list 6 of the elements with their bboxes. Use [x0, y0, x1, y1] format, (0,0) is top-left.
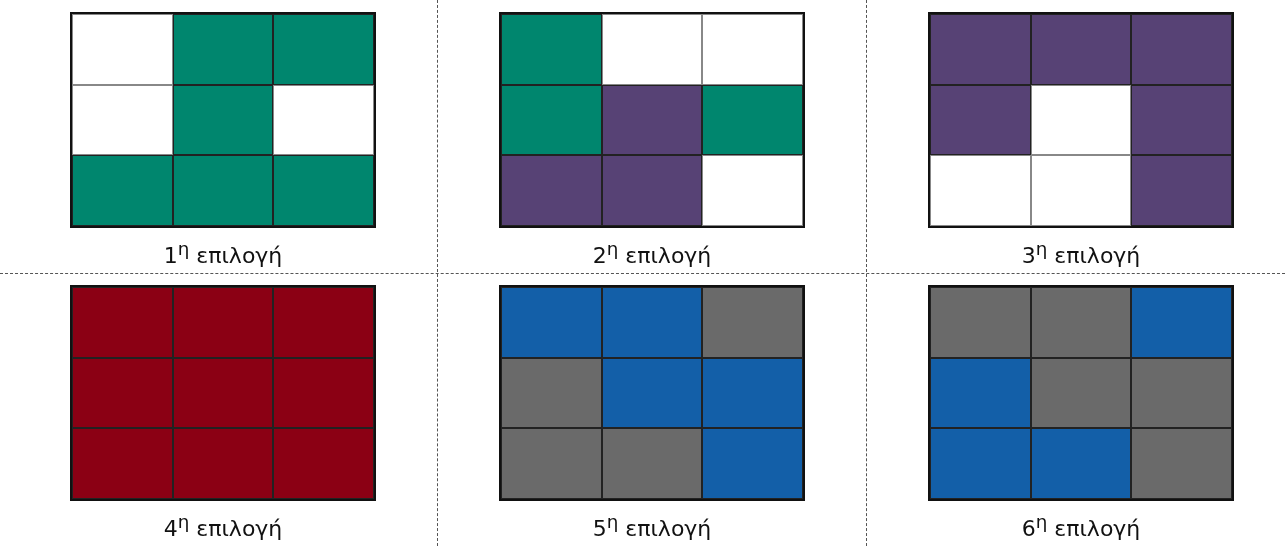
option-caption: 4$^{η}$ επιλογή — [163, 511, 283, 543]
option-caption: 2$^{η}$ επιλογή — [592, 238, 712, 270]
option-caption: 1$^{η}$ επιλογή — [163, 238, 283, 270]
option-caption: 5$^{η}$ επιλογή — [592, 511, 712, 543]
option-caption: 6$^{η}$ επιλογή — [1021, 511, 1141, 543]
option-caption: 3$^{η}$ επιλογή — [1021, 238, 1141, 270]
